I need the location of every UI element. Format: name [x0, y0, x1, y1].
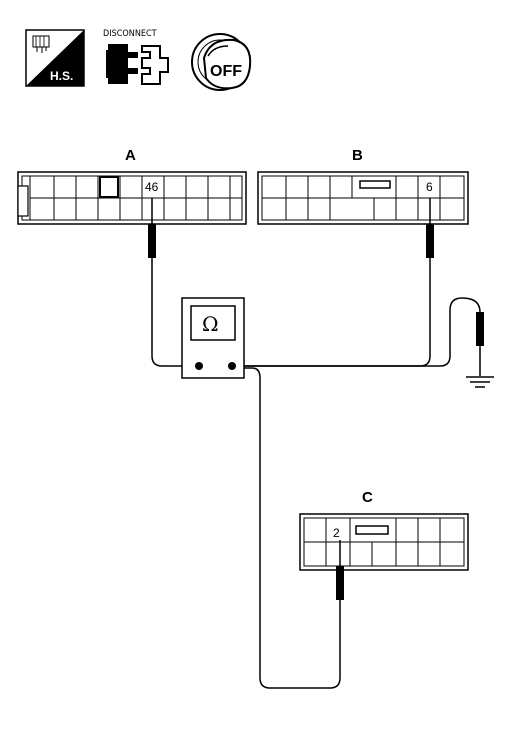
connector-a: 46 — [17, 171, 247, 225]
ignition-off-label: OFF — [210, 63, 242, 80]
meter-terminal-left — [195, 362, 203, 370]
probe-c — [336, 540, 344, 600]
probe-b — [426, 198, 434, 258]
probe-ground — [476, 312, 484, 376]
connector-b: 6 — [257, 171, 469, 225]
connector-a-label: A — [125, 147, 136, 164]
connector-b-label: B — [352, 147, 363, 164]
disconnect-icon-label: DISCONNECT — [103, 29, 157, 39]
ground-icon — [466, 376, 494, 388]
connector-c-label: C — [362, 489, 373, 506]
hs-icon-label: H.S. — [50, 69, 73, 83]
ignition-off-icon: OFF — [191, 33, 252, 91]
ohm-symbol: Ω — [202, 312, 219, 336]
connector-c-pin: 2 — [333, 526, 340, 540]
ohmmeter: Ω — [181, 297, 245, 379]
connector-b-pin: 6 — [426, 180, 433, 194]
probe-a — [148, 198, 156, 258]
test-leads — [151, 258, 481, 689]
connector-c: 2 — [299, 513, 469, 571]
meter-terminal-right — [228, 362, 236, 370]
hs-icon: H.S. — [25, 29, 85, 87]
disconnect-icon: DISCONNECT — [103, 29, 169, 85]
connector-a-pin: 46 — [145, 180, 159, 194]
